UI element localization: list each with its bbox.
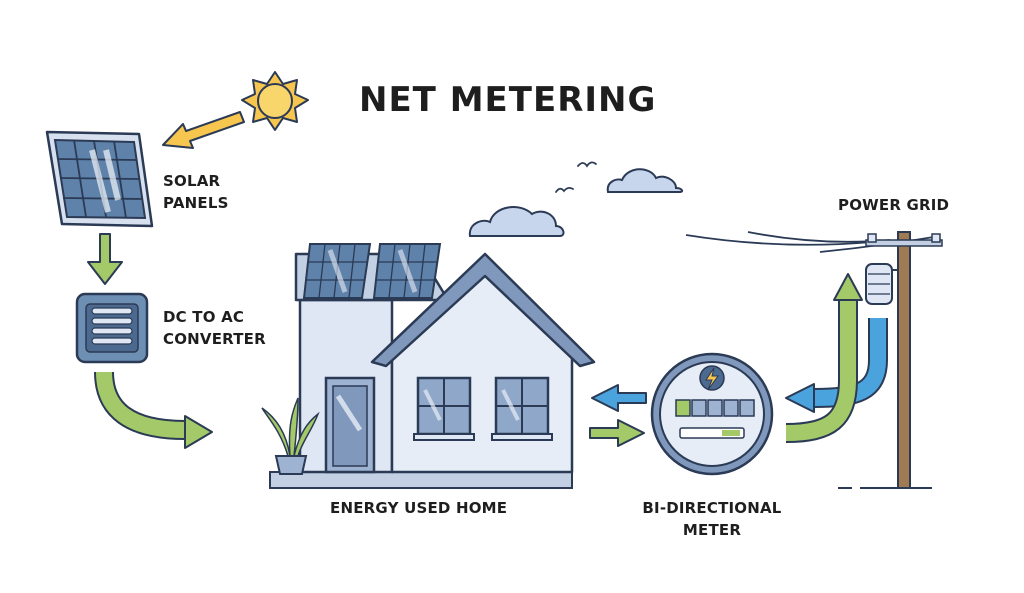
arrow-meter-to-grid [785,273,863,443]
meter-label: BI-DIRECTIONAL METER [634,497,790,541]
cloud-icon [468,168,684,237]
power-grid-label: POWER GRID [838,196,950,214]
converter-label: DC TO AC CONVERTER [163,306,266,350]
arrow-grid-to-meter [785,318,888,413]
converter-icon [75,292,149,364]
solar-panels-label-line1: SOLAR [163,172,221,190]
sun-icon [241,71,309,131]
converter-label-line1: DC TO AC [163,308,245,326]
meter-label-line2: METER [682,521,742,539]
bi-directional-meter-icon [650,352,774,476]
home-label: ENERGY USED HOME [330,499,508,517]
power-pole-icon [685,231,943,489]
arrow-home-to-meter [589,419,645,447]
curved-arrow-converter-to-home [94,371,213,449]
converter-label-line2: CONVERTER [163,330,266,348]
solar-panels-label: SOLAR PANELS [163,170,229,214]
arrow-meter-to-home [591,384,647,412]
page-title: NET METERING [359,80,657,120]
solar-panel-icon [45,130,154,228]
roof-solar-panels [302,243,442,299]
house-windows [413,376,553,441]
bird-icon [555,161,597,193]
down-arrow-panel-to-converter [87,233,123,285]
meter-label-line1: BI-DIRECTIONAL [642,499,782,517]
house-icon [261,243,596,489]
solar-panels-label-line2: PANELS [163,194,229,212]
plant-icon [261,397,320,475]
sunlight-arrow [162,111,245,149]
